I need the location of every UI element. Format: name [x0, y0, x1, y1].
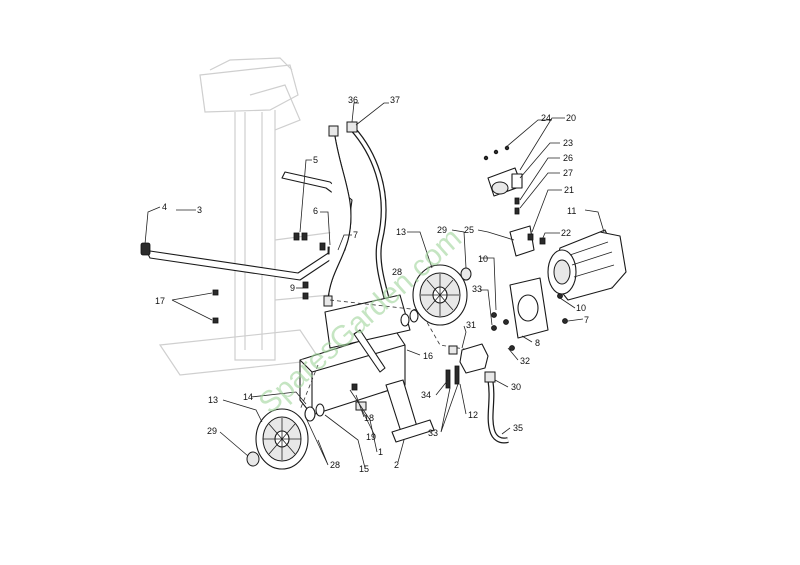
callout-4: 4 — [162, 202, 167, 212]
hydraulic-hoses — [323, 121, 395, 319]
callout-36: 36 — [348, 95, 358, 105]
callout-10b: 10 — [576, 303, 586, 313]
hydraulic-pump — [445, 343, 489, 389]
electric-motor — [547, 229, 627, 301]
front-wheel-washers — [304, 403, 325, 422]
handle-bolts — [212, 232, 342, 324]
callout-29a: 29 — [437, 225, 447, 235]
callout-7b: 7 — [584, 315, 589, 325]
return-hose — [484, 371, 509, 444]
callout-31: 31 — [466, 320, 476, 330]
mount-fasteners — [491, 293, 568, 351]
callout-35: 35 — [513, 423, 523, 433]
switch-bracket — [509, 225, 546, 257]
callout-28a: 28 — [392, 267, 402, 277]
support-stand — [385, 379, 435, 443]
callout-20: 20 — [566, 113, 576, 123]
callout-16: 16 — [423, 351, 433, 361]
callout-32: 32 — [520, 356, 530, 366]
motor-mount-plate — [509, 277, 549, 339]
callout-6: 6 — [313, 206, 318, 216]
callout-37: 37 — [390, 95, 400, 105]
callout-15: 15 — [359, 464, 369, 474]
callout-3: 3 — [197, 205, 202, 215]
callout-23: 23 — [563, 138, 573, 148]
ghost-splitter-frame — [158, 57, 351, 376]
callout-14: 14 — [243, 392, 253, 402]
callout-11: 11 — [567, 206, 576, 216]
callout-30: 30 — [511, 382, 521, 392]
callout-9: 9 — [290, 283, 295, 293]
callout-2: 2 — [394, 460, 399, 470]
rear-wheel — [412, 264, 468, 326]
rear-wheel-washers — [400, 309, 419, 327]
callout-22: 22 — [561, 228, 571, 238]
callout-33a: 33 — [472, 284, 482, 294]
front-wheel-cap — [246, 451, 260, 467]
callout-10a: 10 — [478, 254, 488, 264]
callout-7a: 7 — [353, 230, 358, 240]
wheel-chassis — [299, 294, 471, 416]
motor-switch — [483, 145, 523, 215]
leader-lines — [144, 102, 605, 469]
callout-27: 27 — [563, 168, 573, 178]
callout-28b: 28 — [330, 460, 340, 470]
handle-grip — [140, 242, 151, 256]
callout-19: 19 — [366, 432, 376, 442]
callout-labels: 36 37 5 6 7 3 4 9 17 13 29 28 10 33 24 2… — [155, 95, 589, 474]
callout-21: 21 — [564, 185, 574, 195]
rear-wheel-cap — [460, 267, 472, 281]
callout-34: 34 — [421, 390, 431, 400]
callout-13b: 13 — [208, 395, 218, 405]
callout-18: 18 — [364, 413, 374, 423]
callout-5: 5 — [313, 155, 318, 165]
callout-24: 24 — [541, 113, 551, 123]
callout-29b: 29 — [207, 426, 217, 436]
callout-1: 1 — [378, 447, 383, 457]
callout-25: 25 — [464, 225, 474, 235]
callout-33b: 33 — [428, 428, 438, 438]
callout-8: 8 — [535, 338, 540, 348]
callout-12: 12 — [468, 410, 478, 420]
callout-17: 17 — [155, 296, 165, 306]
front-wheel — [255, 408, 309, 470]
handle-bar — [146, 171, 353, 281]
callout-26: 26 — [563, 153, 573, 163]
callout-13a: 13 — [396, 227, 406, 237]
